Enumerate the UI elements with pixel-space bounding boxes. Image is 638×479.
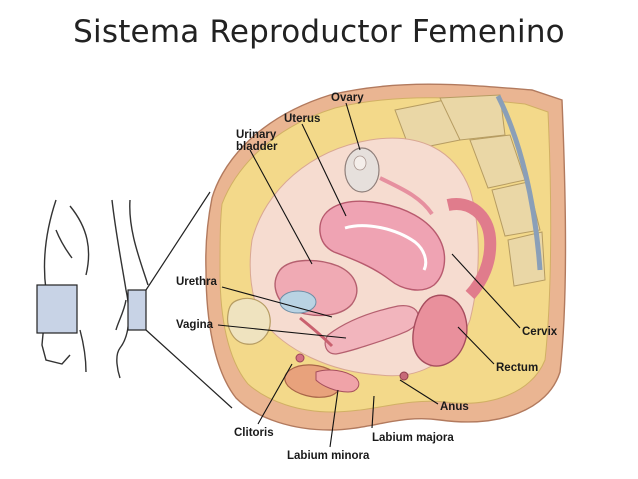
- slide-title: Sistema Reproductor Femenino: [73, 14, 565, 50]
- vagina: [324, 305, 419, 355]
- label-clitoris: Clitoris: [234, 427, 274, 439]
- urethra: [299, 316, 334, 348]
- label-urinary-bladder-line2: bladder: [236, 141, 278, 153]
- label-cervix: Cervix: [522, 326, 558, 338]
- label-labium-majora: Labium majora: [372, 432, 454, 444]
- label-vagina: Vagina: [176, 319, 214, 331]
- fallopian-tube: [379, 176, 434, 216]
- zoom-line-bottom: [145, 329, 233, 409]
- pelvis-highlight-box-front: [36, 284, 78, 334]
- label-uterus: Uterus: [284, 113, 320, 125]
- pelvis-highlight-box-side: [127, 289, 147, 331]
- labium-minora: [315, 369, 360, 393]
- label-labium-minora: Labium minora: [287, 450, 370, 462]
- spinal-ligament: [495, 94, 543, 271]
- uterus: [319, 200, 446, 291]
- label-anus: Anus: [440, 401, 469, 413]
- label-ovary: Ovary: [331, 92, 364, 104]
- zoom-line-top: [145, 191, 211, 291]
- ovary-follicle: [353, 155, 367, 171]
- label-urinary-bladder-line1: Urinary: [236, 129, 277, 141]
- anus: [399, 371, 409, 381]
- body-silhouette-sketch: [41, 199, 149, 379]
- clitoris: [295, 353, 305, 363]
- label-urethra: Urethra: [176, 276, 218, 288]
- rectum: [412, 294, 468, 367]
- pubic-bone: [227, 297, 271, 345]
- cross-section-illustration: [205, 83, 567, 431]
- uterine-cavity: [344, 224, 428, 271]
- bladder-lumen: [279, 290, 317, 314]
- colon: [446, 198, 497, 300]
- label-rectum: Rectum: [496, 362, 538, 374]
- leader-lines: [217, 102, 521, 448]
